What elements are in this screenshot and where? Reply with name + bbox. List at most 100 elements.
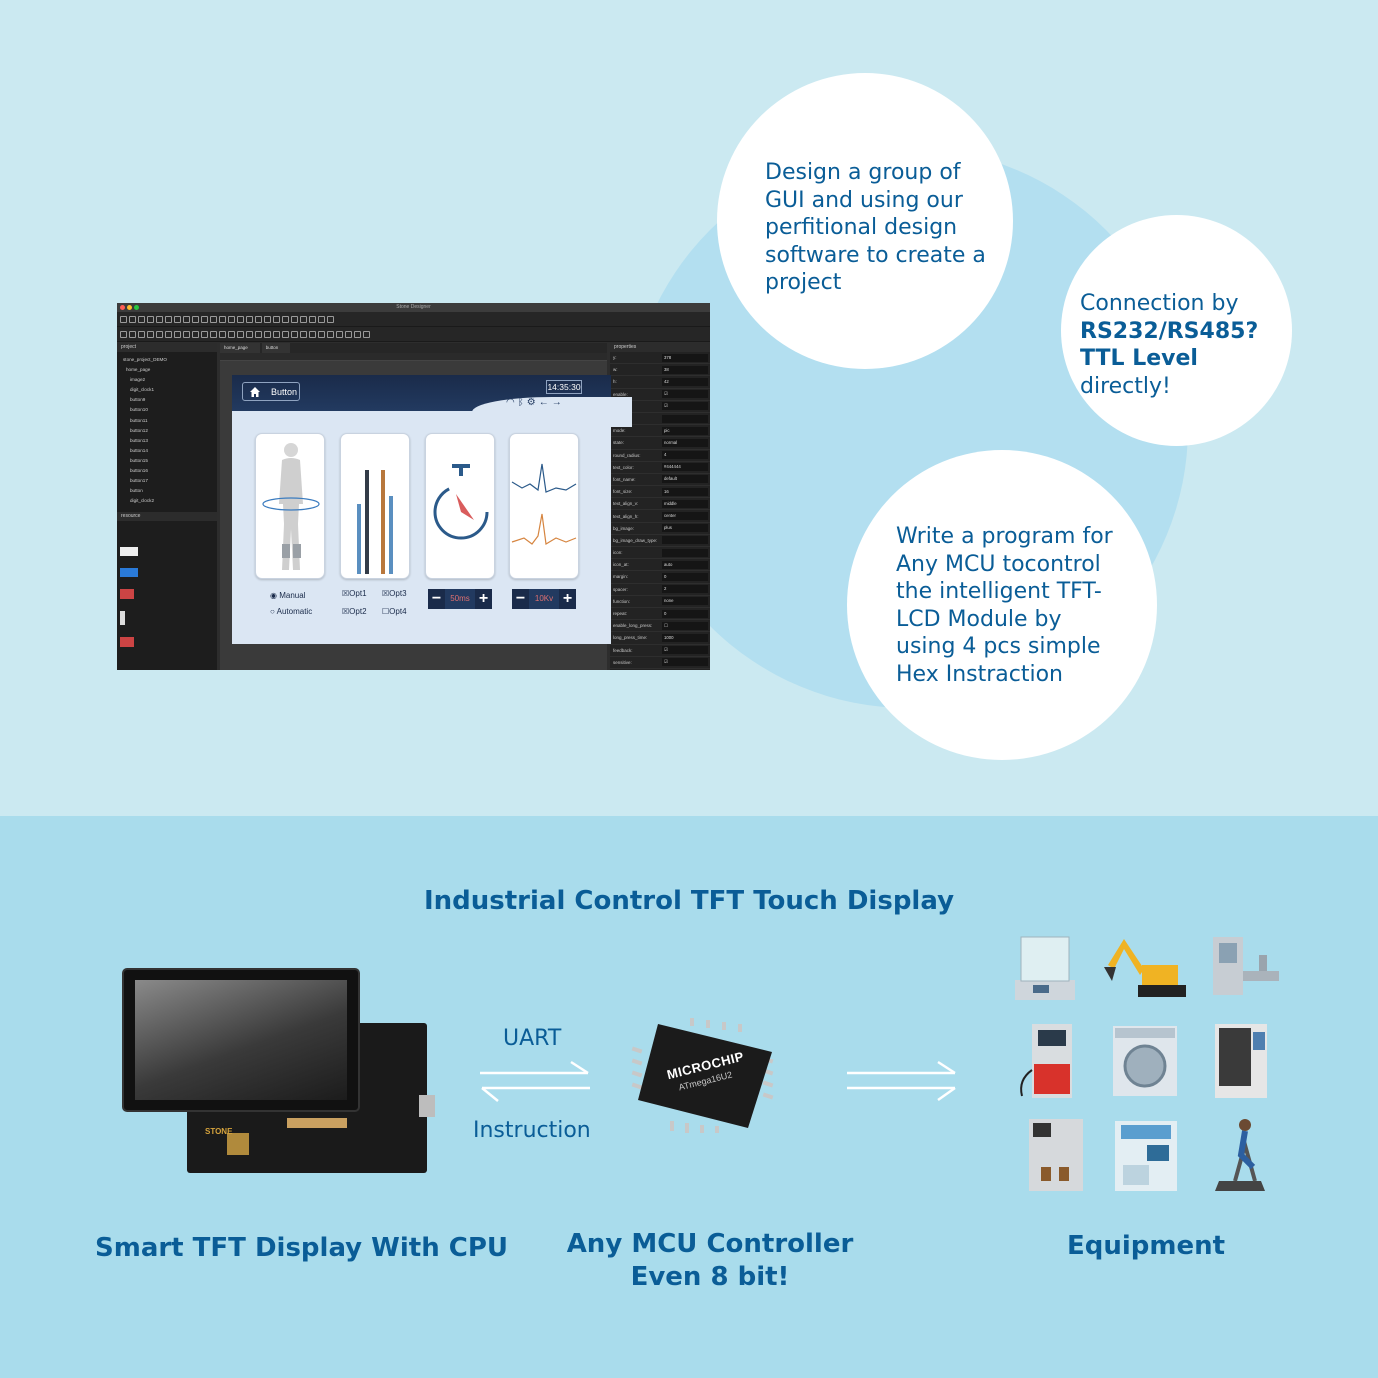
property-value[interactable]: ☑	[662, 402, 708, 411]
property-value[interactable]: ☑	[662, 646, 708, 655]
tool-icon[interactable]	[273, 315, 280, 323]
forward-icon[interactable]: →	[551, 397, 565, 408]
checkbox-opt4[interactable]: ☐Opt4	[382, 607, 407, 616]
minus-button[interactable]: −	[512, 589, 529, 609]
tree-item[interactable]: stone_project_DEMO	[123, 357, 167, 362]
tool-icon[interactable]	[327, 315, 334, 323]
property-value[interactable]: #444444	[662, 463, 708, 472]
tool-icon[interactable]	[138, 315, 145, 323]
tool-icon[interactable]	[300, 330, 307, 338]
property-value[interactable]: 16	[662, 487, 708, 496]
tool-icon[interactable]	[282, 315, 289, 323]
resource-switch-thumb[interactable]	[120, 547, 138, 556]
tab-home-page[interactable]: home_page	[220, 343, 260, 353]
property-value[interactable]: plus	[662, 524, 708, 533]
tree-item[interactable]: button10	[130, 407, 148, 413]
tool-icon[interactable]	[174, 315, 181, 323]
settings-icon[interactable]: ⚙	[526, 397, 539, 408]
tool-icon[interactable]	[273, 330, 280, 338]
tree-item[interactable]: button16	[130, 468, 148, 474]
property-value[interactable]: 0	[662, 609, 708, 618]
property-value[interactable]	[662, 414, 708, 423]
tree-item[interactable]: digit_clock2	[130, 498, 155, 504]
tool-icon[interactable]	[210, 330, 217, 338]
tool-icon[interactable]	[246, 315, 253, 323]
tool-icon[interactable]	[129, 330, 136, 338]
property-value[interactable]	[662, 548, 708, 557]
tool-icon[interactable]	[192, 330, 199, 338]
radio-automatic[interactable]: ○ Automatic	[270, 607, 313, 616]
card-timer[interactable]	[425, 433, 495, 579]
property-value[interactable]: center	[662, 512, 708, 521]
tool-icon[interactable]	[327, 330, 334, 338]
tool-icon[interactable]	[336, 330, 343, 338]
tool-icon[interactable]	[318, 315, 325, 323]
tool-icon[interactable]	[363, 330, 370, 338]
property-value[interactable]: ☑	[662, 390, 708, 399]
tool-icon[interactable]	[120, 330, 127, 338]
tool-icon[interactable]	[246, 330, 253, 338]
tool-icon[interactable]	[309, 315, 316, 323]
tool-icon[interactable]	[300, 315, 307, 323]
tab-button[interactable]: button	[261, 343, 291, 353]
tool-icon[interactable]	[165, 330, 172, 338]
checkbox-opt1[interactable]: ☒Opt1	[342, 589, 367, 598]
tool-icon[interactable]	[264, 330, 271, 338]
tool-icon[interactable]	[255, 315, 262, 323]
tool-icon[interactable]	[192, 315, 199, 323]
property-value[interactable]: 42	[662, 377, 708, 386]
tool-icon[interactable]	[228, 315, 235, 323]
tool-icon[interactable]	[318, 330, 325, 338]
property-value[interactable]: 2	[662, 585, 708, 594]
tool-icon[interactable]	[255, 330, 262, 338]
tool-icon[interactable]	[129, 315, 136, 323]
tool-icon[interactable]	[264, 315, 271, 323]
property-value[interactable]: default	[662, 475, 708, 484]
property-value[interactable]: none	[662, 597, 708, 606]
tool-icon[interactable]	[237, 330, 244, 338]
resource-switch-thumb[interactable]	[120, 568, 138, 577]
property-value[interactable]: normal	[662, 438, 708, 447]
tool-icon[interactable]	[201, 330, 208, 338]
property-value[interactable]: middle	[662, 499, 708, 508]
resource-thumb[interactable]	[120, 611, 125, 625]
minimize-dot-icon[interactable]	[127, 305, 132, 310]
tree-item[interactable]: button	[130, 488, 143, 494]
tree-item[interactable]: button12	[130, 427, 148, 433]
resource-thumb[interactable]	[120, 637, 134, 647]
tool-icon[interactable]	[147, 315, 154, 323]
plus-button[interactable]: +	[475, 589, 492, 609]
property-value[interactable]: pic	[662, 426, 708, 435]
tool-icon[interactable]	[165, 315, 172, 323]
property-value[interactable]: ☑	[662, 658, 708, 667]
property-value[interactable]: 378	[662, 353, 708, 362]
tool-icon[interactable]	[120, 315, 127, 323]
tool-icon[interactable]	[354, 330, 361, 338]
property-value[interactable]	[662, 536, 708, 545]
tree-item[interactable]: button11	[130, 417, 148, 423]
property-value[interactable]: 1000	[662, 633, 708, 642]
tool-icon[interactable]	[291, 330, 298, 338]
property-value[interactable]: 38	[662, 365, 708, 374]
plus-button[interactable]: +	[559, 589, 576, 609]
maximize-dot-icon[interactable]	[134, 305, 139, 310]
card-waveform[interactable]	[509, 433, 579, 579]
tool-icon[interactable]	[147, 330, 154, 338]
tool-icon[interactable]	[219, 330, 226, 338]
property-value[interactable]: 0	[662, 572, 708, 581]
tool-icon[interactable]	[183, 315, 190, 323]
checkbox-opt2[interactable]: ☒Opt2	[342, 607, 367, 616]
tool-icon[interactable]	[282, 330, 289, 338]
card-body-figure[interactable]	[255, 433, 325, 579]
tool-icon[interactable]	[183, 330, 190, 338]
tool-icon[interactable]	[291, 315, 298, 323]
tree-item[interactable]: digit_clock1	[130, 387, 155, 393]
close-dot-icon[interactable]	[120, 305, 125, 310]
tool-icon[interactable]	[309, 330, 316, 338]
tree-item[interactable]: home_page	[126, 367, 151, 373]
tool-icon[interactable]	[156, 330, 163, 338]
property-value[interactable]: 4	[662, 451, 708, 460]
card-bar-chart[interactable]	[340, 433, 410, 579]
tree-item[interactable]: image2	[130, 377, 146, 383]
radio-manual[interactable]: ◉ Manual	[270, 591, 306, 600]
